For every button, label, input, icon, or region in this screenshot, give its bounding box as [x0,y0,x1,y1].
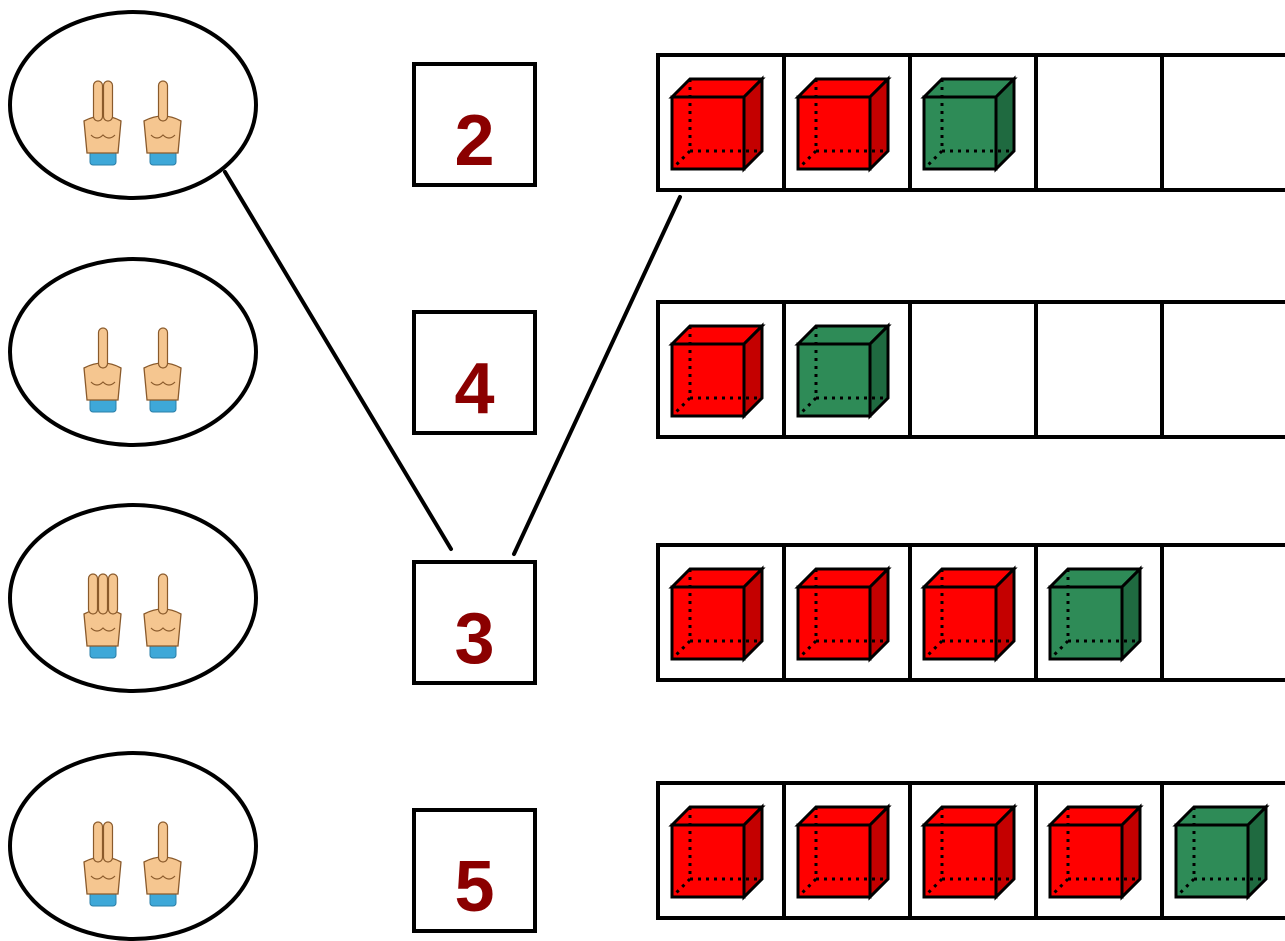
finger-shape [97,573,109,615]
hand-group-3[interactable] [8,503,258,693]
cube-row-3[interactable] [656,543,1285,682]
number-label-1: 2 [454,101,495,181]
red-cube-icon [1046,803,1144,901]
palm-shape [83,115,122,154]
finger-shape [102,821,114,863]
knuckle-shape [90,875,116,880]
cube-cell [908,783,1018,918]
finger-shape [157,80,169,122]
counting-hands-icon [83,573,182,659]
knuckle-shape [150,627,176,632]
oval-frame [8,10,258,200]
oval-frame [8,751,258,941]
counting-hands-icon [83,327,182,413]
finger-shape [97,327,109,369]
number-box-3[interactable]: 3 [412,560,537,685]
cube-cell [908,545,1018,680]
knuckle-shape [90,627,116,632]
red-cube-icon [794,565,892,663]
finger-shape [92,80,104,122]
red-cube-icon [668,565,766,663]
red-cube-icon [668,75,766,173]
cube-cell [668,565,766,663]
hand-group-1[interactable] [8,10,258,200]
number-box-4[interactable]: 5 [412,808,537,933]
cube-cell [782,545,892,680]
red-cube-icon [920,803,1018,901]
green-cube-icon [794,322,892,420]
red-cube-icon [668,803,766,901]
number-label-2: 4 [454,349,495,429]
knuckle-shape [90,381,116,386]
red-cube-icon [920,565,1018,663]
green-cube-icon [1046,565,1144,663]
hand-group-4[interactable] [8,751,258,941]
knuckle-shape [150,875,176,880]
number-label-3: 3 [454,599,495,679]
knuckle-shape [150,381,176,386]
cube-cell [782,55,892,190]
cube-cell [1160,783,1270,918]
red-cube-icon [668,322,766,420]
number-label-4: 5 [454,847,495,927]
cube-cell [782,783,892,918]
cube-cell [1034,545,1144,680]
cube-row-4[interactable] [656,781,1285,920]
knuckle-shape [150,134,176,139]
counting-hands-icon [83,80,182,166]
cube-cell [782,302,892,437]
cube-cell [1034,783,1144,918]
cube-cell [668,75,766,173]
finger-shape [102,80,114,122]
finger-shape [157,573,169,615]
cube-row-1[interactable] [656,53,1285,192]
red-cube-icon [794,75,892,173]
knuckle-shape [90,134,116,139]
hand-group-2[interactable] [8,257,258,447]
finger-shape [87,573,99,615]
match-line-2 [512,195,682,556]
finger-shape [157,327,169,369]
red-cube-icon [794,803,892,901]
green-cube-icon [1172,803,1270,901]
oval-frame [8,257,258,447]
green-cube-icon [920,75,1018,173]
oval-frame [8,503,258,693]
cube-cell [908,55,1018,190]
finger-shape [157,821,169,863]
match-line-1 [223,170,453,551]
cube-cell [668,322,766,420]
cube-cell [668,803,766,901]
palm-shape [83,856,122,895]
number-box-2[interactable]: 4 [412,310,537,435]
cube-row-2[interactable] [656,300,1285,439]
finger-shape [92,821,104,863]
counting-hands-icon [83,821,182,907]
number-box-1[interactable]: 2 [412,62,537,187]
finger-shape [107,573,119,615]
